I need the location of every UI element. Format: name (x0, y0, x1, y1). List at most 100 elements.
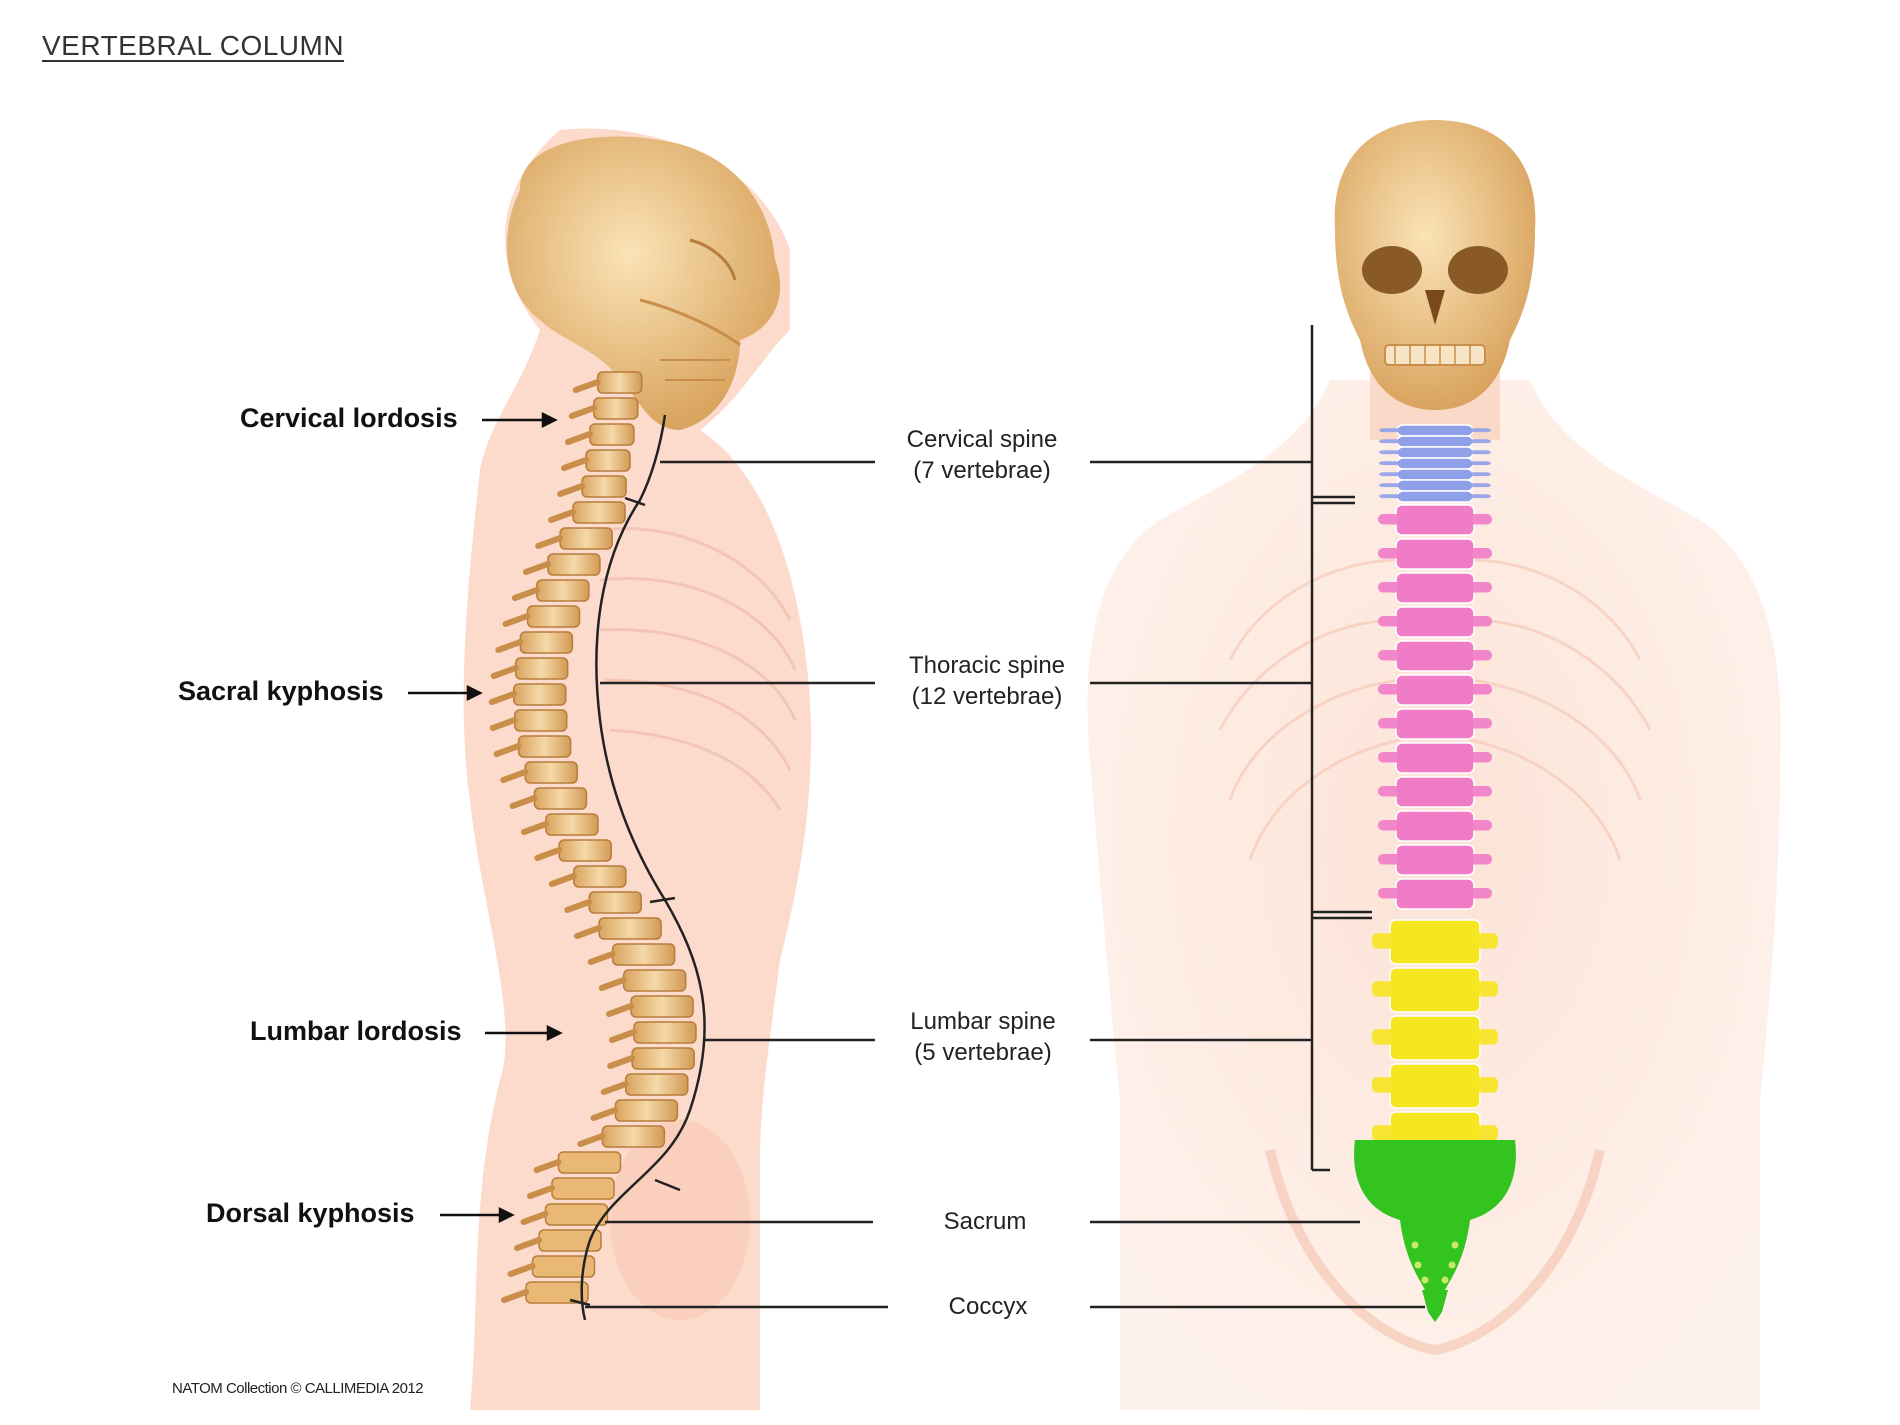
coccyx-name: Coccyx (948, 1293, 1028, 1320)
side-spinous-process (608, 1029, 637, 1043)
lumbar-vertebra (1372, 919, 1498, 965)
sacrum-name: Sacrum (943, 1208, 1027, 1235)
side-spinous-process (548, 509, 576, 523)
front-bracket (1310, 325, 1372, 1172)
thoracic-vertebra (1378, 572, 1492, 604)
side-vertebra (525, 1281, 589, 1304)
side-spinous-process (600, 1081, 629, 1095)
side-spinous-process (606, 1003, 635, 1017)
cervical-spine-count: (7 vertebrae) (913, 457, 1051, 484)
thoracic-vertebra (1378, 776, 1492, 808)
side-vertebra (588, 891, 642, 914)
side-spinous-process (598, 977, 627, 991)
side-vertebra (547, 553, 601, 576)
side-vertebra (559, 527, 613, 550)
side-spinous-process (548, 873, 577, 887)
side-vertebra (572, 501, 626, 524)
side-skull (506, 136, 781, 430)
front-sacrum (1354, 1140, 1516, 1290)
cervical-vertebra (1379, 490, 1491, 503)
label-cervical-spine: Cervical spine (7 vertebrae) (907, 424, 1058, 486)
sacral-foramen (1414, 1261, 1422, 1269)
label-thoracic-spine: Thoracic spine (12 vertebrae) (909, 650, 1065, 712)
side-spinous-process (527, 1185, 555, 1199)
side-spinous-process (501, 1289, 529, 1303)
side-spinous-process (574, 925, 603, 939)
label-coccyx: Coccyx (949, 1291, 1028, 1322)
side-spinous-process (577, 1133, 606, 1147)
thoracic-vertebra (1378, 742, 1492, 774)
side-vertebra (573, 865, 627, 888)
thoracic-vertebra (1378, 708, 1492, 740)
side-vertebra (589, 423, 635, 446)
thoracic-spine-name: Thoracic spine (908, 652, 1066, 679)
cervical-vertebra (1379, 457, 1491, 470)
side-spinous-process (561, 457, 589, 471)
diagram-title: VERTEBRAL COLUMN (42, 30, 345, 61)
side-spinous-process (502, 613, 531, 627)
sacral-foramen (1451, 1241, 1459, 1249)
side-vertebra (593, 397, 639, 420)
side-spinous-process (490, 665, 519, 679)
side-spinous-process (564, 899, 593, 913)
side-vertebra (513, 709, 568, 732)
side-spinous-process (507, 1263, 536, 1277)
thoracic-vertebra (1378, 844, 1492, 876)
side-vertebra (633, 1021, 697, 1044)
lumbar-vertebra (1372, 967, 1498, 1013)
curvature-arrows (408, 411, 563, 1224)
side-view-spine (488, 371, 697, 1304)
thoracic-vertebra (1378, 606, 1492, 638)
side-vertebra (557, 1151, 622, 1174)
side-vertebra (551, 1177, 615, 1200)
label-cervical-lordosis: Cervical lordosis (240, 403, 458, 433)
side-vertebra (585, 449, 631, 472)
side-vertebra (513, 683, 567, 706)
label-lumbar-spine: Lumbar spine (5 vertebrae) (910, 1006, 1055, 1068)
sacral-foramen (1411, 1241, 1419, 1249)
side-spinous-process (511, 587, 540, 601)
side-spinous-process (493, 743, 522, 757)
side-spinous-process (533, 1159, 562, 1173)
side-spinous-process (534, 847, 563, 861)
cervical-spine-name: Cervical spine (906, 426, 1058, 453)
side-vertebra (631, 1047, 695, 1070)
side-spinous-process (509, 795, 538, 809)
side-vertebra (524, 761, 578, 784)
thoracic-vertebra (1378, 674, 1492, 706)
thoracic-vertebra (1378, 504, 1492, 536)
side-vertebra (558, 839, 612, 862)
side-spinous-process (520, 1211, 549, 1225)
side-spinous-process (488, 691, 517, 705)
side-vertebra (596, 371, 643, 394)
label-dorsal-kyphosis: Dorsal kyphosis (206, 1198, 415, 1228)
thoracic-vertebra (1378, 640, 1492, 672)
side-spinous-process (607, 1055, 636, 1069)
sacral-foramen (1421, 1276, 1429, 1284)
side-vertebra (601, 1125, 666, 1148)
side-vertebra (611, 943, 676, 966)
side-spinous-process (535, 535, 564, 549)
side-vertebra (519, 631, 574, 654)
side-spinous-process (568, 405, 597, 419)
front-skull (1334, 120, 1536, 410)
sacral-foramen (1448, 1261, 1456, 1269)
side-spinous-process (587, 951, 616, 965)
thoracic-vertebra (1378, 538, 1492, 570)
sacral-foramen (1441, 1276, 1449, 1284)
side-vertebra (622, 969, 687, 992)
lumbar-spine-count: (5 vertebrae) (914, 1039, 1052, 1066)
side-spinous-process (500, 769, 529, 783)
front-coccyx (1422, 1290, 1448, 1322)
thoracic-vertebra (1378, 810, 1492, 842)
side-bracket-ticks (569, 496, 681, 1307)
side-vertebra (526, 605, 581, 628)
label-sacral-kyphosis: Sacral kyphosis (178, 676, 384, 706)
side-vertebra (581, 475, 627, 498)
lumbar-vertebra (1372, 1063, 1498, 1109)
side-spinous-process (572, 379, 601, 393)
cervical-vertebra (1379, 424, 1491, 437)
cervical-vertebra (1379, 479, 1491, 492)
lumbar-spine-name: Lumbar spine (910, 1008, 1056, 1035)
